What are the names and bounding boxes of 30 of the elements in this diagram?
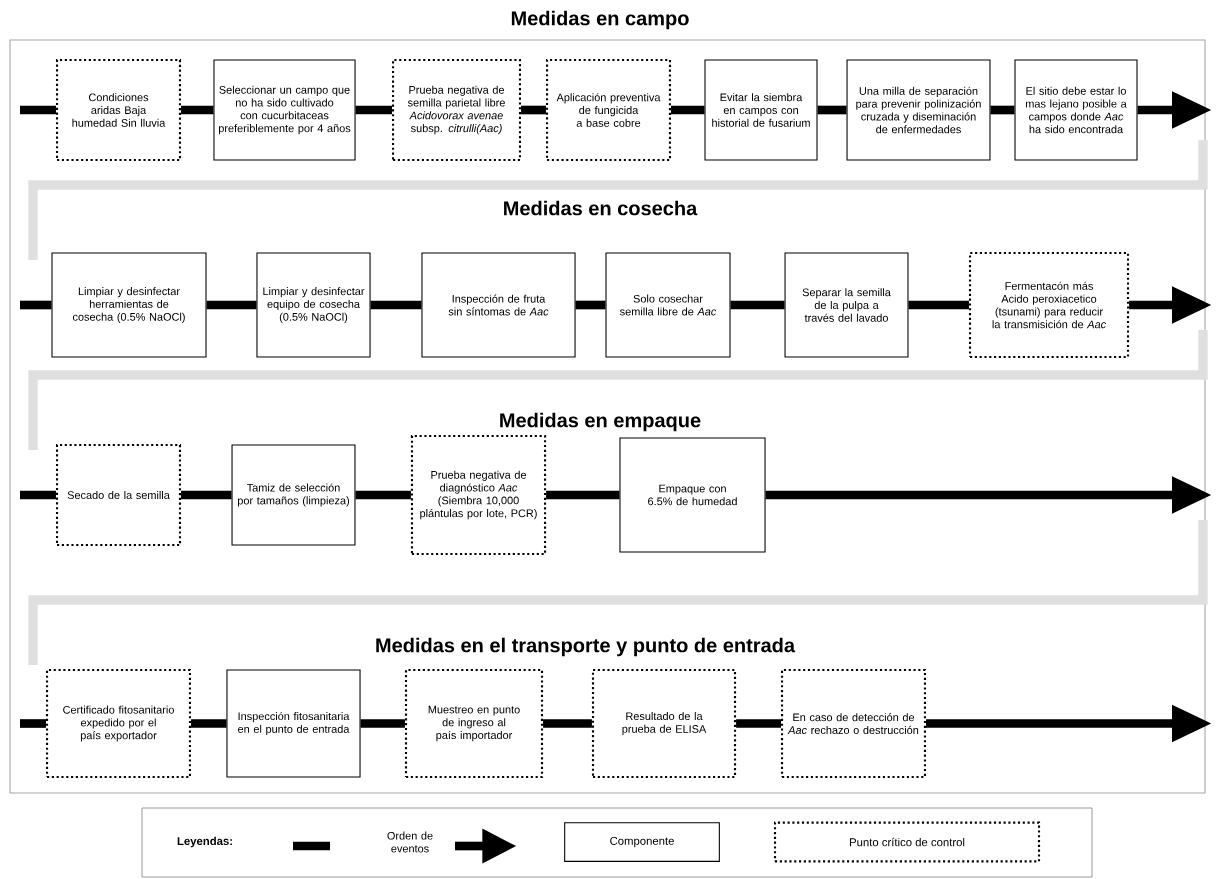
component-box: Solo cosechar semilla libre de Aac bbox=[605, 252, 731, 358]
control-point-box: Resultado de la prueba de ELISA bbox=[591, 668, 737, 779]
component-box: Separar la semilla de la pulpa a través del lavado bbox=[784, 252, 909, 358]
legend-text: Orden de eventos bbox=[387, 831, 433, 853]
component-box: Tamiz de selección por tamaños (limpieza) bbox=[231, 444, 356, 546]
control-point-box: Secado de la semilla bbox=[55, 443, 182, 547]
component-box: Inspección de fruta sin síntomas de Aac bbox=[421, 252, 576, 358]
section-title: Medidas en empaque bbox=[496, 410, 704, 434]
section-title: Medidas en el transporte y punto de entrada bbox=[372, 635, 798, 659]
control-point-sample: Punto crítico de control bbox=[773, 821, 1041, 863]
control-point-box: Condiciones aridas Baja humedad Sin lluvia bbox=[55, 58, 182, 162]
legend-heading: Leyendas: bbox=[177, 836, 232, 848]
component-box: Evitar la siembra en campos con historial de fusarium bbox=[704, 59, 818, 161]
control-point-box: Muestreo en punto de ingreso al país importador bbox=[404, 668, 544, 779]
control-point-box: Prueba negativa de diagnóstico Aac (Siembra 10,000 plántulas por lote, PCR) bbox=[410, 434, 547, 556]
component-sample: Componente bbox=[564, 822, 720, 862]
component-box: Limpiar y desinfectar herramientas de cosecha (0.5% NaOCl) bbox=[51, 252, 207, 358]
component-box: Una milla de separación para prevenir polinización cruzada y diseminación de enfermedades bbox=[846, 59, 991, 161]
control-point-box: Fermentacón más Acido peroxiacetico (tsunami) para reducir la transmisición de Aac bbox=[968, 251, 1130, 359]
component-box: El sitio debe estar lo mas lejano posible a campos donde Aac ha sido encontrada bbox=[1014, 59, 1138, 161]
component-box: Inspección fitosanitaria en el punto de entrada bbox=[226, 669, 361, 778]
control-point-box: Aplicación preventiva de fungicida a base cobre bbox=[545, 58, 672, 162]
control-point-box: Certificado fitosanitario expedido por el país exportador bbox=[45, 668, 192, 779]
component-box: Empaque con 6.5% de humedad bbox=[619, 437, 766, 553]
section-title: Medidas en cosecha bbox=[500, 198, 700, 218]
section-title: Medidas en campo bbox=[507, 8, 693, 32]
control-point-box: En caso de detección de Aac rechazo o destrucción bbox=[780, 668, 927, 779]
component-box: Seleccionar un campo que no ha sido cultivado con cucurbitaceas preferiblemente por 4 años bbox=[213, 59, 356, 161]
control-point-box: Prueba negativa de semilla parietal libre Acidovorax avenae subsp. citrulli(Aac) bbox=[391, 58, 522, 162]
component-box: Limpiar y desinfectar equipo de cosecha (0.5% NaOCl) bbox=[256, 252, 371, 358]
